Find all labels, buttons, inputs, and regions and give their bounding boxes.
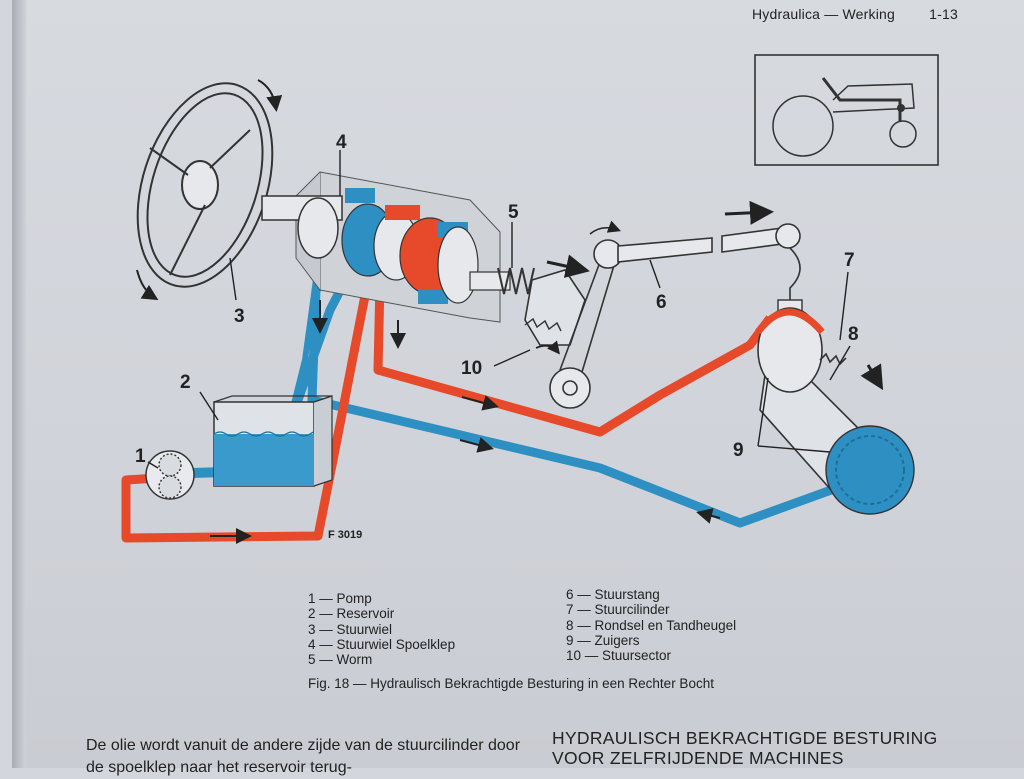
steering-cylinder	[755, 247, 915, 515]
return-line-valve	[287, 264, 321, 421]
part-label-5: 5	[508, 202, 519, 223]
part-label-6: 6	[656, 292, 667, 313]
legend-item: 2 — Reservoir	[308, 606, 395, 622]
part-label-10: 10	[461, 358, 482, 379]
reservoir	[213, 395, 333, 487]
legend-item: 6 — Stuurstang	[566, 587, 660, 602]
body-paragraph: De olie wordt vanuit de andere zijde van…	[86, 737, 521, 776]
part-labels: 4 5 6 7 8 9 10 3 2 1 F 3019	[135, 132, 859, 541]
figure-caption: Fig. 18 — Hydraulisch Bekrachtigde Bestu…	[308, 676, 714, 691]
part-label-9: 9	[733, 440, 744, 461]
legend-item: 3 — Stuurwiel	[308, 621, 393, 637]
flow-arrows	[210, 300, 721, 544]
part-label-4: 4	[336, 132, 347, 153]
legend-item: 1 — Pomp	[308, 591, 372, 606]
figure-code: F 3019	[328, 529, 362, 541]
page-number: 1-13	[929, 6, 958, 22]
part-label-1: 1	[135, 446, 146, 467]
valve-housing	[261, 171, 535, 323]
legend-item: 5 — Worm	[308, 652, 373, 668]
leader-lines	[147, 150, 851, 469]
legend-right: 6 — Stuurstang 7 — Stuurcilinder 8 — Ron…	[566, 587, 736, 663]
part-label-2: 2	[180, 372, 191, 393]
legend-item: 8 — Rondsel en Tandheugel	[566, 617, 737, 633]
steering-wheel	[136, 79, 283, 301]
pressure-line-cylinder	[373, 281, 774, 437]
part-label-3: 3	[234, 306, 245, 327]
inset-tractor	[754, 54, 939, 166]
legend-item: 10 — Stuursector	[566, 648, 672, 664]
drag-link	[617, 200, 801, 263]
pump	[145, 450, 195, 500]
section-heading: HYDRAULISCH BEKRACHTIGDE BESTURING VOOR …	[552, 728, 938, 768]
legend-item: 7 — Stuurcilinder	[566, 602, 670, 618]
steering-sector	[524, 220, 623, 409]
section-title: Hydraulica — Werking	[752, 6, 896, 22]
part-label-8: 8	[848, 324, 859, 345]
legend-item: 9 — Zuigers	[566, 632, 640, 648]
manual-page	[12, 0, 1024, 768]
page-header: Hydraulica — Werking 1-13	[752, 6, 958, 22]
legend-item: 4 — Stuurwiel Spoelklep	[308, 636, 456, 652]
pressure-line-valve	[337, 279, 373, 431]
legend-left: 1 — Pomp 2 — Reservoir 3 — Stuurwiel 4 —…	[308, 591, 455, 667]
page-binding-edge	[12, 0, 26, 768]
part-label-7: 7	[844, 250, 855, 271]
